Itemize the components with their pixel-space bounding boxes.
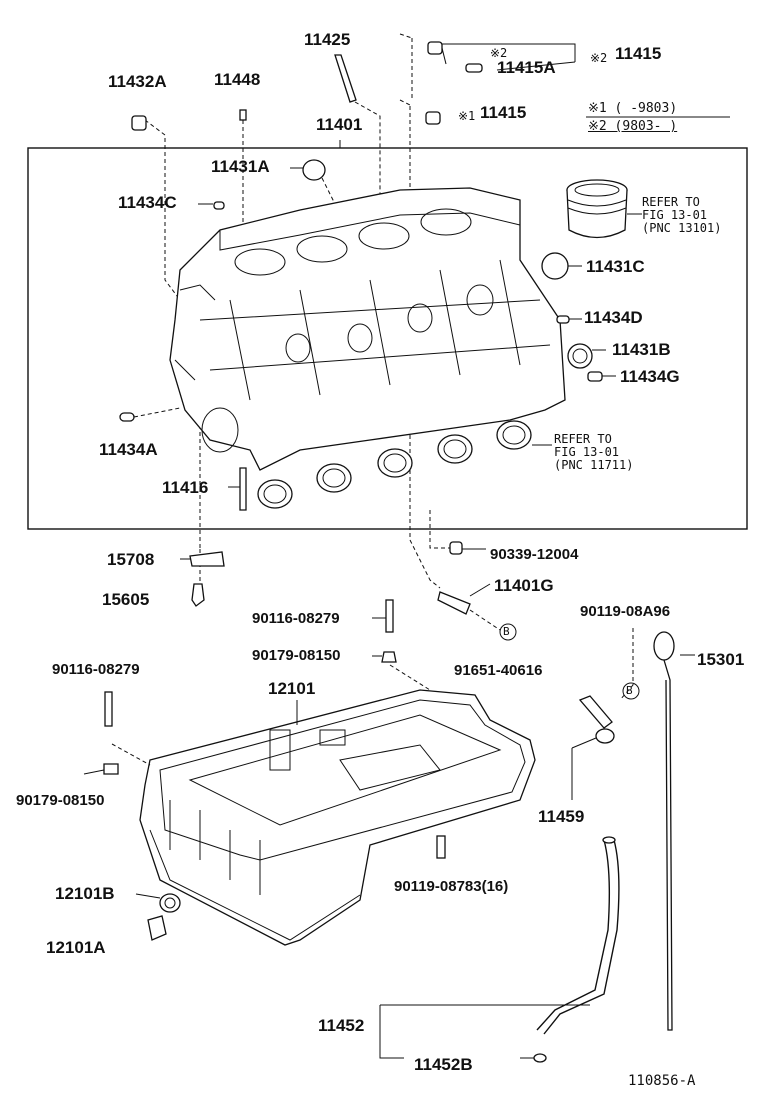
refer-bearing-line-2: FIG 13-01 — [554, 445, 620, 459]
engine-block-drawing — [169, 187, 566, 471]
part-label-90116-08279-left: 90116-08279 — [52, 661, 140, 678]
note-mark-1-mid: ※1 — [458, 109, 476, 123]
refer-bearing-line-3: (PNC 11711) — [554, 458, 634, 472]
cylinder-block-frame — [27, 147, 748, 530]
refer-piston-line-3: (PNC 13101) — [642, 221, 722, 235]
part-label-15301: 15301 — [697, 650, 745, 669]
part-label-11459: 11459 — [538, 807, 585, 826]
part-label-90116-08279-upper: 90116-08279 — [252, 610, 340, 627]
refer-piston-line-2: FIG 13-01 — [642, 208, 708, 222]
part-label-12101a: 12101A — [46, 938, 106, 957]
part-label-11415-mid: 11415 — [480, 103, 527, 122]
refer-note-bearing: REFER TO FIG 13-01 (PNC 11711) — [554, 433, 633, 472]
plug-11431c — [541, 252, 569, 280]
legend-line-2: ※2 (9803- ) — [588, 119, 678, 134]
part-label-11434a: 11434A — [99, 440, 158, 459]
part-label-11434g: 11434G — [620, 367, 680, 386]
part-label-11434c: 11434C — [118, 193, 177, 212]
note-mark-2-right: ※2 — [590, 51, 608, 65]
part-label-15708: 15708 — [107, 550, 155, 569]
refer-note-piston: REFER TO FIG 13-01 (PNC 13101) — [642, 196, 721, 235]
part-label-11415-top: 11415 — [615, 44, 662, 63]
part-label-11452b: 11452B — [414, 1055, 473, 1074]
bracket-11415 — [440, 43, 576, 62]
figure-id: 110856-A — [628, 1073, 696, 1089]
part-label-90119-08a96: 90119-08A96 — [580, 603, 671, 620]
part-label-90179-08150-upper: 90179-08150 — [252, 647, 341, 664]
refer-piston-line-1: REFER TO — [642, 195, 700, 209]
part-label-11448: 11448 — [214, 70, 261, 89]
part-label-90179-08150-left: 90179-08150 — [16, 792, 105, 809]
part-label-90119-08783: 90119-08783(16) — [394, 878, 509, 895]
part-label-11434d: 11434D — [584, 308, 643, 327]
part-label-15605: 15605 — [102, 590, 150, 609]
part-label-11431a: 11431A — [211, 157, 270, 176]
part-label-11432a: 11432A — [108, 72, 167, 91]
part-label-11415a: 11415A — [497, 58, 556, 77]
bracket-11415-dashed — [399, 33, 413, 107]
note-mark-2-top: ※2 — [490, 46, 508, 60]
legend-line-1: ※1 ( -9803) — [588, 101, 678, 116]
part-label-91651-40616: 91651-40616 — [454, 662, 543, 679]
part-label-11401g: 11401G — [494, 576, 554, 595]
circle-b-mark-right: B — [626, 684, 633, 697]
oil-pan-drawing — [139, 689, 536, 946]
part-label-12101: 12101 — [268, 679, 316, 698]
part-label-11401: 11401 — [316, 115, 363, 134]
bearings-drawing — [257, 420, 532, 509]
part-label-11425: 11425 — [304, 30, 351, 49]
circle-b-mark-upper: B — [503, 625, 510, 638]
part-label-11431c: 11431C — [586, 257, 645, 276]
part-label-12101b: 12101B — [55, 884, 115, 903]
piston-drawing — [566, 179, 628, 239]
refer-bearing-line-1: REFER TO — [554, 432, 612, 446]
part-label-11416: 11416 — [162, 478, 209, 497]
part-label-90339-12004: 90339-12004 — [490, 546, 579, 563]
part-label-11431b: 11431B — [612, 340, 671, 359]
part-label-11452: 11452 — [318, 1016, 365, 1035]
